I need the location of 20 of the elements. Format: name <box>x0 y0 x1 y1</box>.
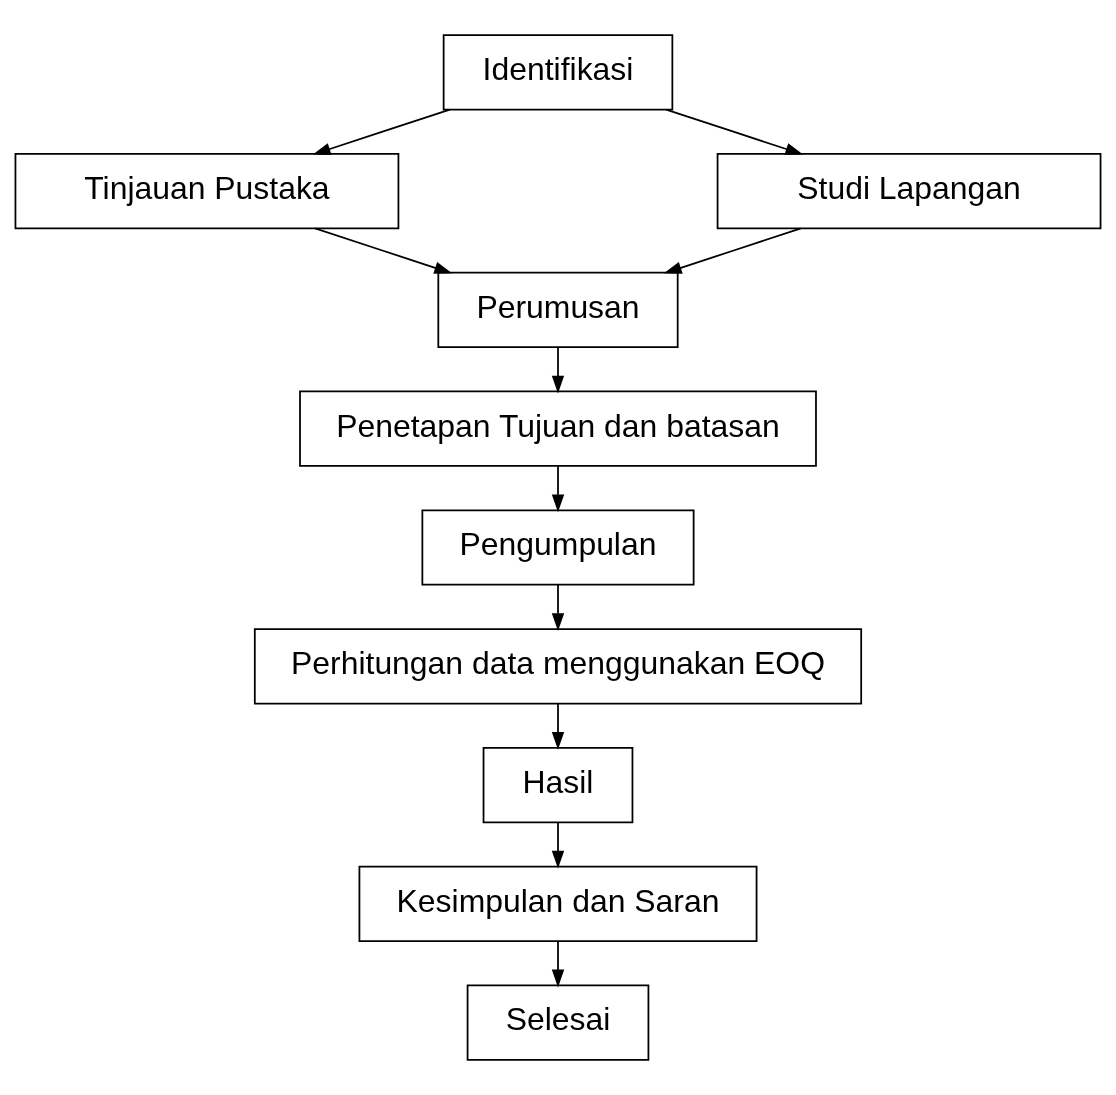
arrow <box>551 703 565 750</box>
node-box: Penetapan Tujuan dan batasan <box>299 390 817 467</box>
arrow <box>314 227 453 274</box>
arrow <box>551 940 565 988</box>
node-box: Identifikasi <box>442 34 674 111</box>
node-box: Kesimpulan dan Saran <box>358 865 758 942</box>
arrow <box>312 108 451 155</box>
node-box: Tinjauan Pustaka <box>14 153 400 230</box>
arrow <box>551 584 565 631</box>
node-box: Studi Lapangan <box>716 153 1102 230</box>
arrow <box>551 465 565 513</box>
node-box: Selesai <box>466 984 650 1061</box>
arrow <box>551 821 565 869</box>
node-box: Perumusan <box>437 271 679 349</box>
arrow <box>551 346 565 394</box>
node-box: Perhitungan data menggunakan EOQ <box>253 628 863 705</box>
arrow <box>663 227 802 274</box>
node-box: Pengumpulan <box>421 509 695 586</box>
arrow <box>665 108 804 155</box>
node-box: Hasil <box>482 746 634 824</box>
